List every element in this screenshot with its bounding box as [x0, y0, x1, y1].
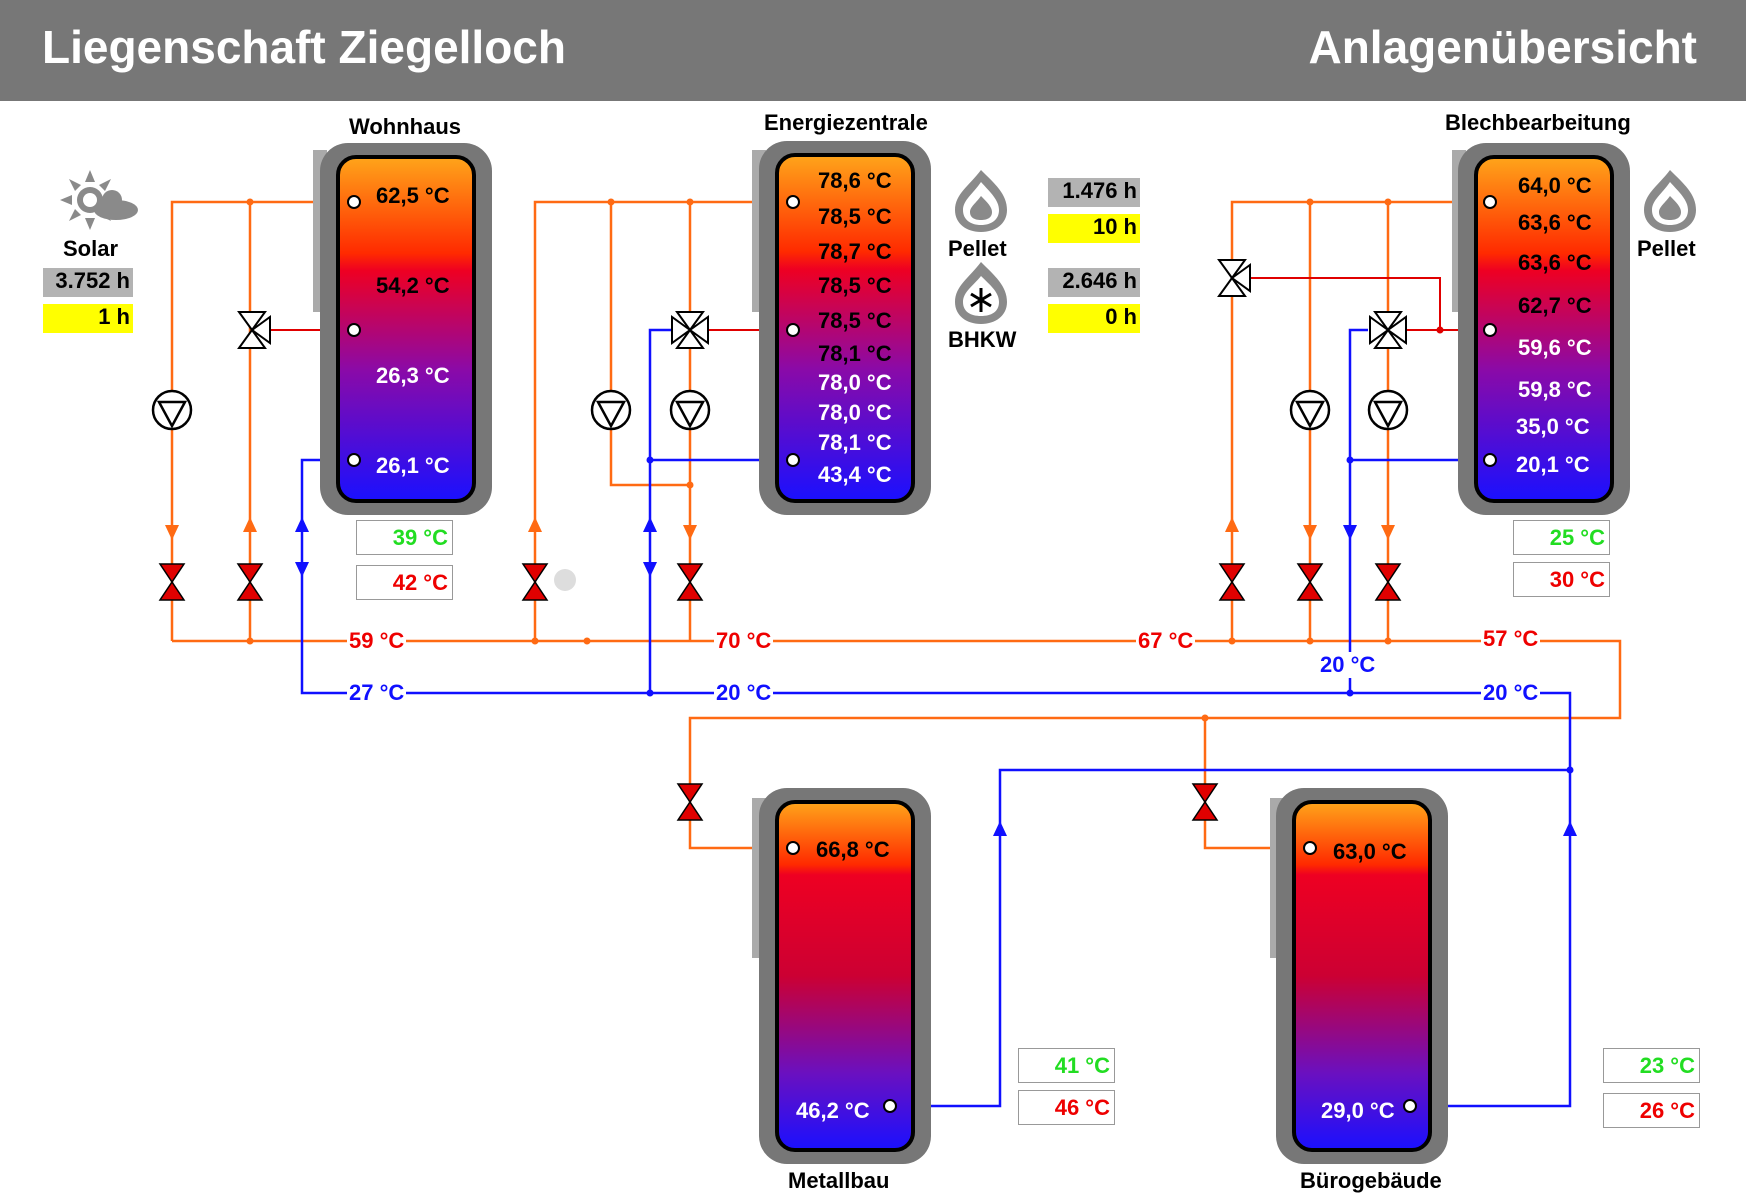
pellet-hours-today: 10 h	[1048, 214, 1140, 243]
setpoint-red-buero[interactable]: 26 °C	[1603, 1093, 1700, 1128]
temp-buero-1: 63,0 °C	[1333, 839, 1407, 864]
temp-ez-5: 78,5 °C	[818, 308, 892, 333]
temp-wohnhaus-4: 26,1 °C	[376, 453, 450, 478]
bhkw-label: BHKW	[948, 327, 1017, 352]
tank-metallbau[interactable]	[752, 788, 931, 1164]
valve-ez-1[interactable]	[522, 563, 548, 601]
pipe-temp-supply-4: 57 °C	[1481, 626, 1541, 652]
pipe-temp-supply-1: 59 °C	[347, 628, 407, 654]
tank-name-wohnhaus: Wohnhaus	[349, 114, 462, 139]
mixer-valve-wohnhaus[interactable]	[237, 311, 271, 349]
tank-name-energiezentrale: Energiezentrale	[764, 110, 928, 135]
temp-buero-2: 29,0 °C	[1321, 1098, 1395, 1123]
temp-metallbau-1: 66,8 °C	[816, 837, 890, 862]
temp-blech-8: 20,1 °C	[1516, 452, 1590, 477]
setpoint-green-blech[interactable]: 25 °C	[1513, 520, 1610, 555]
pipe-temp-return-2: 20 °C	[714, 680, 774, 706]
tank-name-buerogebaeude: Bürogebäude	[1300, 1168, 1442, 1193]
temp-wohnhaus-2: 54,2 °C	[376, 273, 450, 298]
tank-name-metallbau: Metallbau	[788, 1168, 890, 1193]
setpoint-green-metallbau[interactable]: 41 °C	[1018, 1048, 1115, 1083]
temp-ez-7: 78,0 °C	[818, 370, 892, 395]
pump-blech-2[interactable]	[1367, 389, 1409, 431]
temp-blech-7: 35,0 °C	[1516, 414, 1590, 439]
mixer-valve-blech-2[interactable]	[1369, 311, 1407, 349]
temp-blech-6: 59,8 °C	[1518, 377, 1592, 402]
valve-wohnhaus-2[interactable]	[237, 563, 263, 601]
pellet-label: Pellet	[948, 236, 1007, 261]
setpoint-red-wohnhaus[interactable]: 42 °C	[356, 565, 453, 600]
tank-wohnhaus[interactable]	[313, 143, 492, 515]
valve-buero[interactable]	[1192, 783, 1218, 821]
setpoint-red-metallbau[interactable]: 46 °C	[1018, 1090, 1115, 1125]
tank-buerogebaeude[interactable]	[1270, 788, 1448, 1164]
valve-blech-2[interactable]	[1297, 563, 1323, 601]
pipe-temp-supply-2: 70 °C	[714, 628, 774, 654]
three-way-valves	[237, 259, 1407, 349]
pump-ez-2[interactable]	[669, 389, 711, 431]
temp-ez-10: 43,4 °C	[818, 462, 892, 487]
pellet-hours-total: 1.476 h	[1048, 178, 1140, 207]
junction-dots	[246, 198, 1574, 774]
valve-blech-1[interactable]	[1219, 563, 1245, 601]
temp-ez-4: 78,5 °C	[818, 273, 892, 298]
solar-hours-today: 1 h	[43, 304, 133, 333]
pump-wohnhaus[interactable]	[151, 389, 193, 431]
valve-wohnhaus-supply[interactable]	[159, 563, 185, 601]
temp-ez-9: 78,1 °C	[818, 430, 892, 455]
temp-ez-1: 78,6 °C	[818, 168, 892, 193]
header-bar: Liegenschaft Ziegelloch Anlagenübersicht	[0, 0, 1746, 101]
temp-metallbau-2: 46,2 °C	[796, 1098, 870, 1123]
blech-pellet-label: Pellet	[1637, 236, 1696, 261]
valve-ez-2[interactable]	[677, 563, 703, 601]
temp-ez-8: 78,0 °C	[818, 400, 892, 425]
flame-icon	[955, 170, 1007, 232]
valve-blech-3[interactable]	[1375, 563, 1401, 601]
pump-ez-1[interactable]	[590, 389, 632, 431]
bhkw-flame-icon	[955, 262, 1007, 324]
solar-label: Solar	[63, 236, 119, 261]
sun-cloud-icon	[60, 170, 138, 230]
pipe-temp-return-4: 20 °C	[1481, 680, 1541, 706]
tank-name-blechbearbeitung: Blechbearbeitung	[1445, 110, 1631, 135]
temp-blech-2: 63,6 °C	[1518, 210, 1592, 235]
temp-ez-3: 78,7 °C	[818, 239, 892, 264]
view-title: Anlagenübersicht	[1308, 21, 1697, 73]
tank-energiezentrale[interactable]	[752, 141, 931, 515]
temp-blech-5: 59,6 °C	[1518, 335, 1592, 360]
flame-icon	[1644, 170, 1696, 232]
valve-metallbau[interactable]	[677, 783, 703, 821]
mixer-valve-ez[interactable]	[671, 311, 709, 349]
pump-blech-1[interactable]	[1289, 389, 1331, 431]
temp-blech-1: 64,0 °C	[1518, 173, 1592, 198]
temp-blech-3: 63,6 °C	[1518, 250, 1592, 275]
temp-blech-4: 62,7 °C	[1518, 293, 1592, 318]
temp-ez-6: 78,1 °C	[818, 341, 892, 366]
tank-blechbearbeitung[interactable]	[1452, 143, 1630, 515]
pipe-temp-return-1: 27 °C	[347, 680, 407, 706]
temp-wohnhaus-3: 26,3 °C	[376, 363, 450, 388]
setpoint-red-blech[interactable]: 30 °C	[1513, 562, 1610, 597]
pipe-temp-return-3: 20 °C	[1318, 652, 1378, 678]
bhkw-hours-total: 2.646 h	[1048, 268, 1140, 297]
temp-wohnhaus-1: 62,5 °C	[376, 183, 450, 208]
setpoint-green-wohnhaus[interactable]: 39 °C	[356, 520, 453, 555]
mixer-valve-blech-1[interactable]	[1217, 259, 1251, 297]
flow-arrows	[165, 517, 1577, 836]
solar-hours-total: 3.752 h	[43, 268, 133, 297]
page-title: Liegenschaft Ziegelloch	[42, 21, 566, 73]
pipe-temp-supply-3: 67 °C	[1136, 628, 1196, 654]
temp-ez-2: 78,5 °C	[818, 204, 892, 229]
setpoint-green-buero[interactable]: 23 °C	[1603, 1048, 1700, 1083]
bhkw-hours-today: 0 h	[1048, 304, 1140, 333]
